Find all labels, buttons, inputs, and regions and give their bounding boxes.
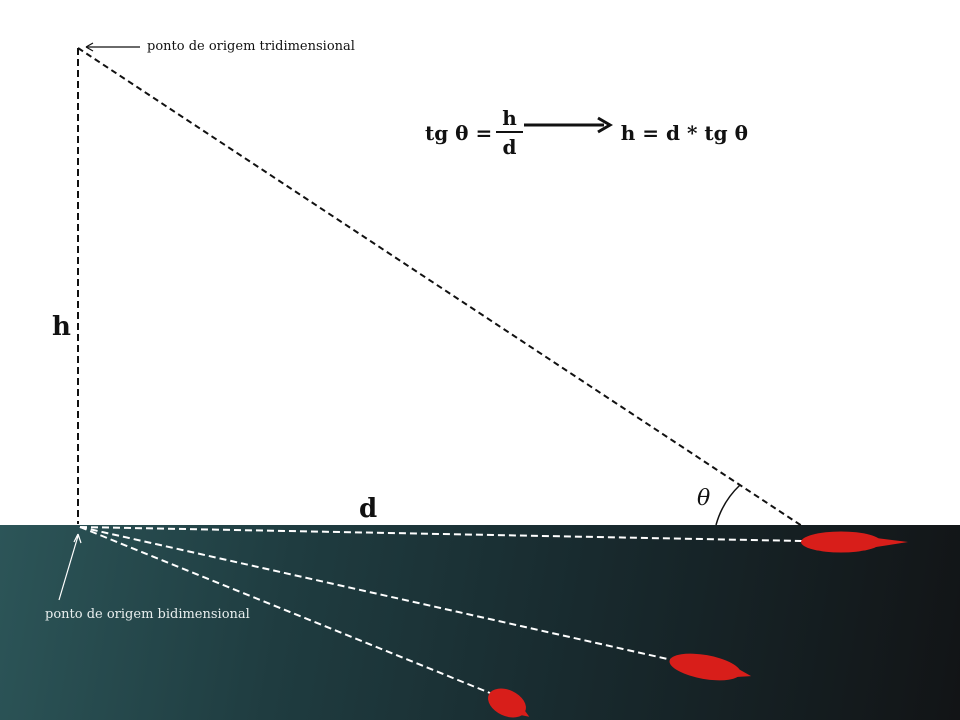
target-2 [669,653,752,681]
fraction: h d [496,108,523,157]
fraction-numerator: h [496,108,523,133]
origin-2d-label: ponto de origem bidimensional [45,607,250,622]
formula-right: h = d * tg θ [620,120,748,145]
hypotenuse-line [77,47,803,527]
origin-3d-label: ponto de origem tridimensional [147,39,355,54]
distance-label: d [359,494,378,524]
target-1 [801,531,908,553]
origin-2d-pointer [58,535,79,601]
arrowhead-icon [85,42,94,52]
fraction-denominator: d [502,135,517,159]
angle-label: θ [697,486,711,511]
arrowhead-up-icon [73,533,82,544]
angle-arc [715,484,741,526]
target-3 [488,688,530,718]
ground-plane [0,525,960,720]
ray-1 [79,526,804,542]
tangent-formula: tg θ = h d h = d * tg θ [425,108,748,157]
ray-2 [79,526,673,661]
ray-3 [79,526,491,694]
arrow-right-icon [597,116,613,134]
height-label: h [52,312,71,342]
formula-left: tg θ = [425,120,493,145]
